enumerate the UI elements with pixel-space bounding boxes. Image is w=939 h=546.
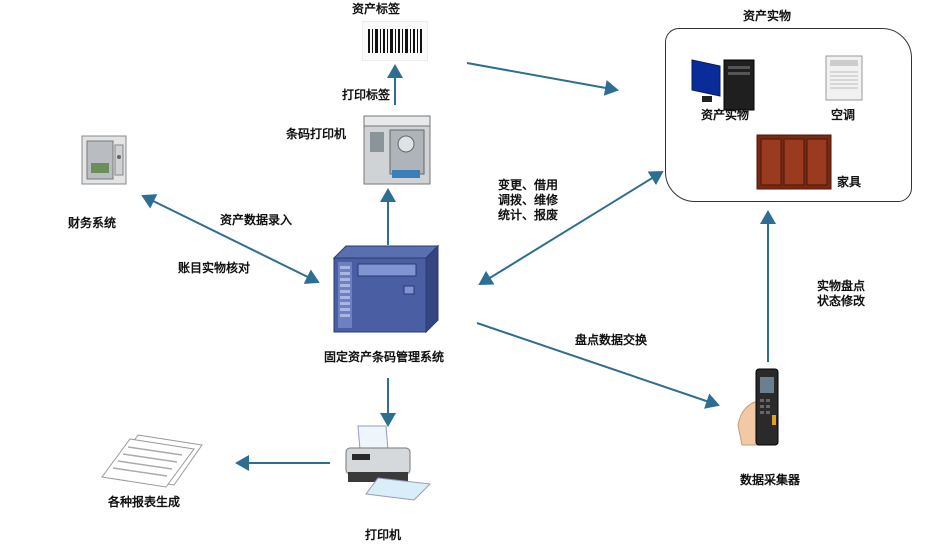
asset-item-computer-label: 资产实物 — [700, 108, 749, 122]
stocktake-status-line-2: 状态修改 — [817, 294, 866, 308]
asset-data-entry-label: 资产数据录入 — [220, 213, 293, 227]
ledger-reconcile-label: 账目实物核对 — [178, 261, 251, 275]
server-icon — [332, 244, 440, 334]
ops-line-2: 调拨、维修 — [498, 193, 559, 207]
physical-assets-title: 资产实物 — [743, 9, 792, 23]
print-tag-label: 打印标签 — [342, 88, 391, 102]
handheld-scanner-icon — [737, 368, 779, 446]
stocktake-status-line-1: 实物盘点 — [817, 279, 866, 293]
computer-icon — [691, 59, 755, 111]
arrow-system-assets — [478, 170, 664, 286]
central-system-label: 固定资产条码管理系统 — [324, 350, 445, 364]
asset-tag-label: 资产标签 — [352, 2, 401, 16]
asset-item-ac-label: 空调 — [831, 108, 856, 122]
barcode-label-icon — [362, 21, 428, 61]
arrow-system-to-scanner — [476, 322, 720, 409]
air-conditioner-icon — [825, 55, 863, 101]
printer-icon — [345, 425, 432, 501]
ops-line-1: 变更、借用 — [498, 178, 559, 192]
reports-stack-icon — [101, 434, 203, 488]
safe-icon — [81, 135, 127, 185]
ops-line-3: 统计、报废 — [498, 208, 559, 222]
cabinet-icon — [756, 134, 832, 190]
barcode-printer-icon — [363, 115, 431, 185]
asset-item-furniture-label: 家具 — [837, 175, 862, 189]
finance-system-label: 财务系统 — [68, 216, 117, 230]
reports-label: 各种报表生成 — [108, 495, 181, 509]
arrow-tag-to-assets — [466, 62, 619, 96]
printer-label: 打印机 — [365, 528, 402, 542]
scanner-label: 数据采集器 — [740, 473, 801, 487]
stocktake-exchange-label: 盘点数据交换 — [575, 333, 648, 347]
arrow-finance-system — [141, 194, 320, 284]
barcode-printer-label: 条码打印机 — [286, 127, 347, 141]
